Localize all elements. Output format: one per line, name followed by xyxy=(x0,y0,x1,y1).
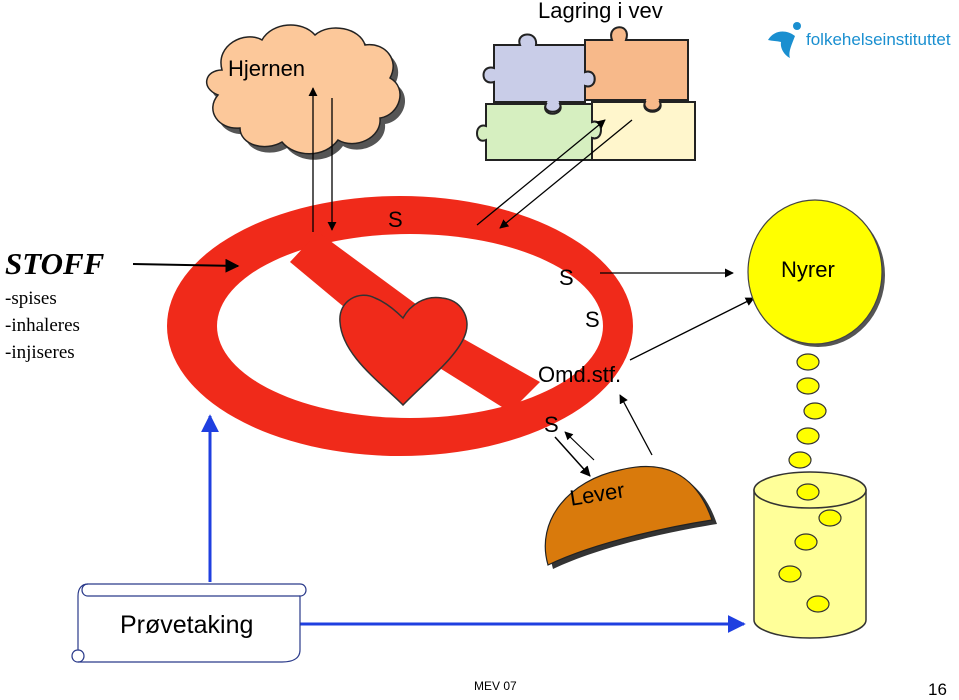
urine-drop xyxy=(796,427,820,445)
arrow-substance-in xyxy=(132,258,240,273)
urine-drop xyxy=(794,533,818,551)
arrow-metabolite-to-kidneys xyxy=(629,297,755,361)
urine-drop xyxy=(796,353,820,371)
substance-title: STOFF xyxy=(5,246,105,281)
urine-drop xyxy=(806,595,830,613)
storage-label: Lagring i vev xyxy=(538,0,663,23)
urine-drop xyxy=(818,509,842,527)
scroll-icon xyxy=(71,583,307,663)
substance-marker-bottom: S xyxy=(544,412,559,437)
route-injected: -injiseres xyxy=(5,342,75,363)
logo-icon xyxy=(768,22,801,58)
brain-label: Hjernen xyxy=(228,56,306,81)
arrow-to-storage xyxy=(476,119,606,226)
arrow-to-liver xyxy=(554,436,591,477)
beaker-icon xyxy=(753,471,867,639)
urine-drop xyxy=(796,483,820,501)
heart-icon xyxy=(339,294,468,407)
metabolite-label: Omd.stf. xyxy=(538,362,622,387)
page-number: 16 xyxy=(928,680,947,699)
brain-cloud-icon xyxy=(206,24,406,160)
urine-drop xyxy=(788,451,812,469)
substance-marker-top: S xyxy=(388,207,403,232)
route-inhaled: -inhaleres xyxy=(5,315,80,336)
urine-drop xyxy=(803,402,827,420)
arrow-from-liver xyxy=(564,431,595,461)
puzzle-pieces-icon xyxy=(476,26,696,161)
route-oral: -spises xyxy=(5,288,57,309)
substance-marker-right-1: S xyxy=(559,265,574,290)
substance-marker-right-2: S xyxy=(585,307,600,332)
liver-icon xyxy=(544,465,717,569)
kidneys-icon xyxy=(747,199,885,347)
kidneys-label: Nyrer xyxy=(781,257,835,282)
urine-drop xyxy=(796,377,820,395)
sampling-label: Prøvetaking xyxy=(120,611,254,639)
urine-drops xyxy=(788,353,827,469)
arrow-liver-to-metabolite xyxy=(619,394,653,456)
footer-left: MEV 07 xyxy=(474,679,517,693)
arrow-from-storage xyxy=(499,119,633,229)
logo-text: folkehelseinstituttet xyxy=(806,30,951,49)
urine-drop xyxy=(778,565,802,583)
